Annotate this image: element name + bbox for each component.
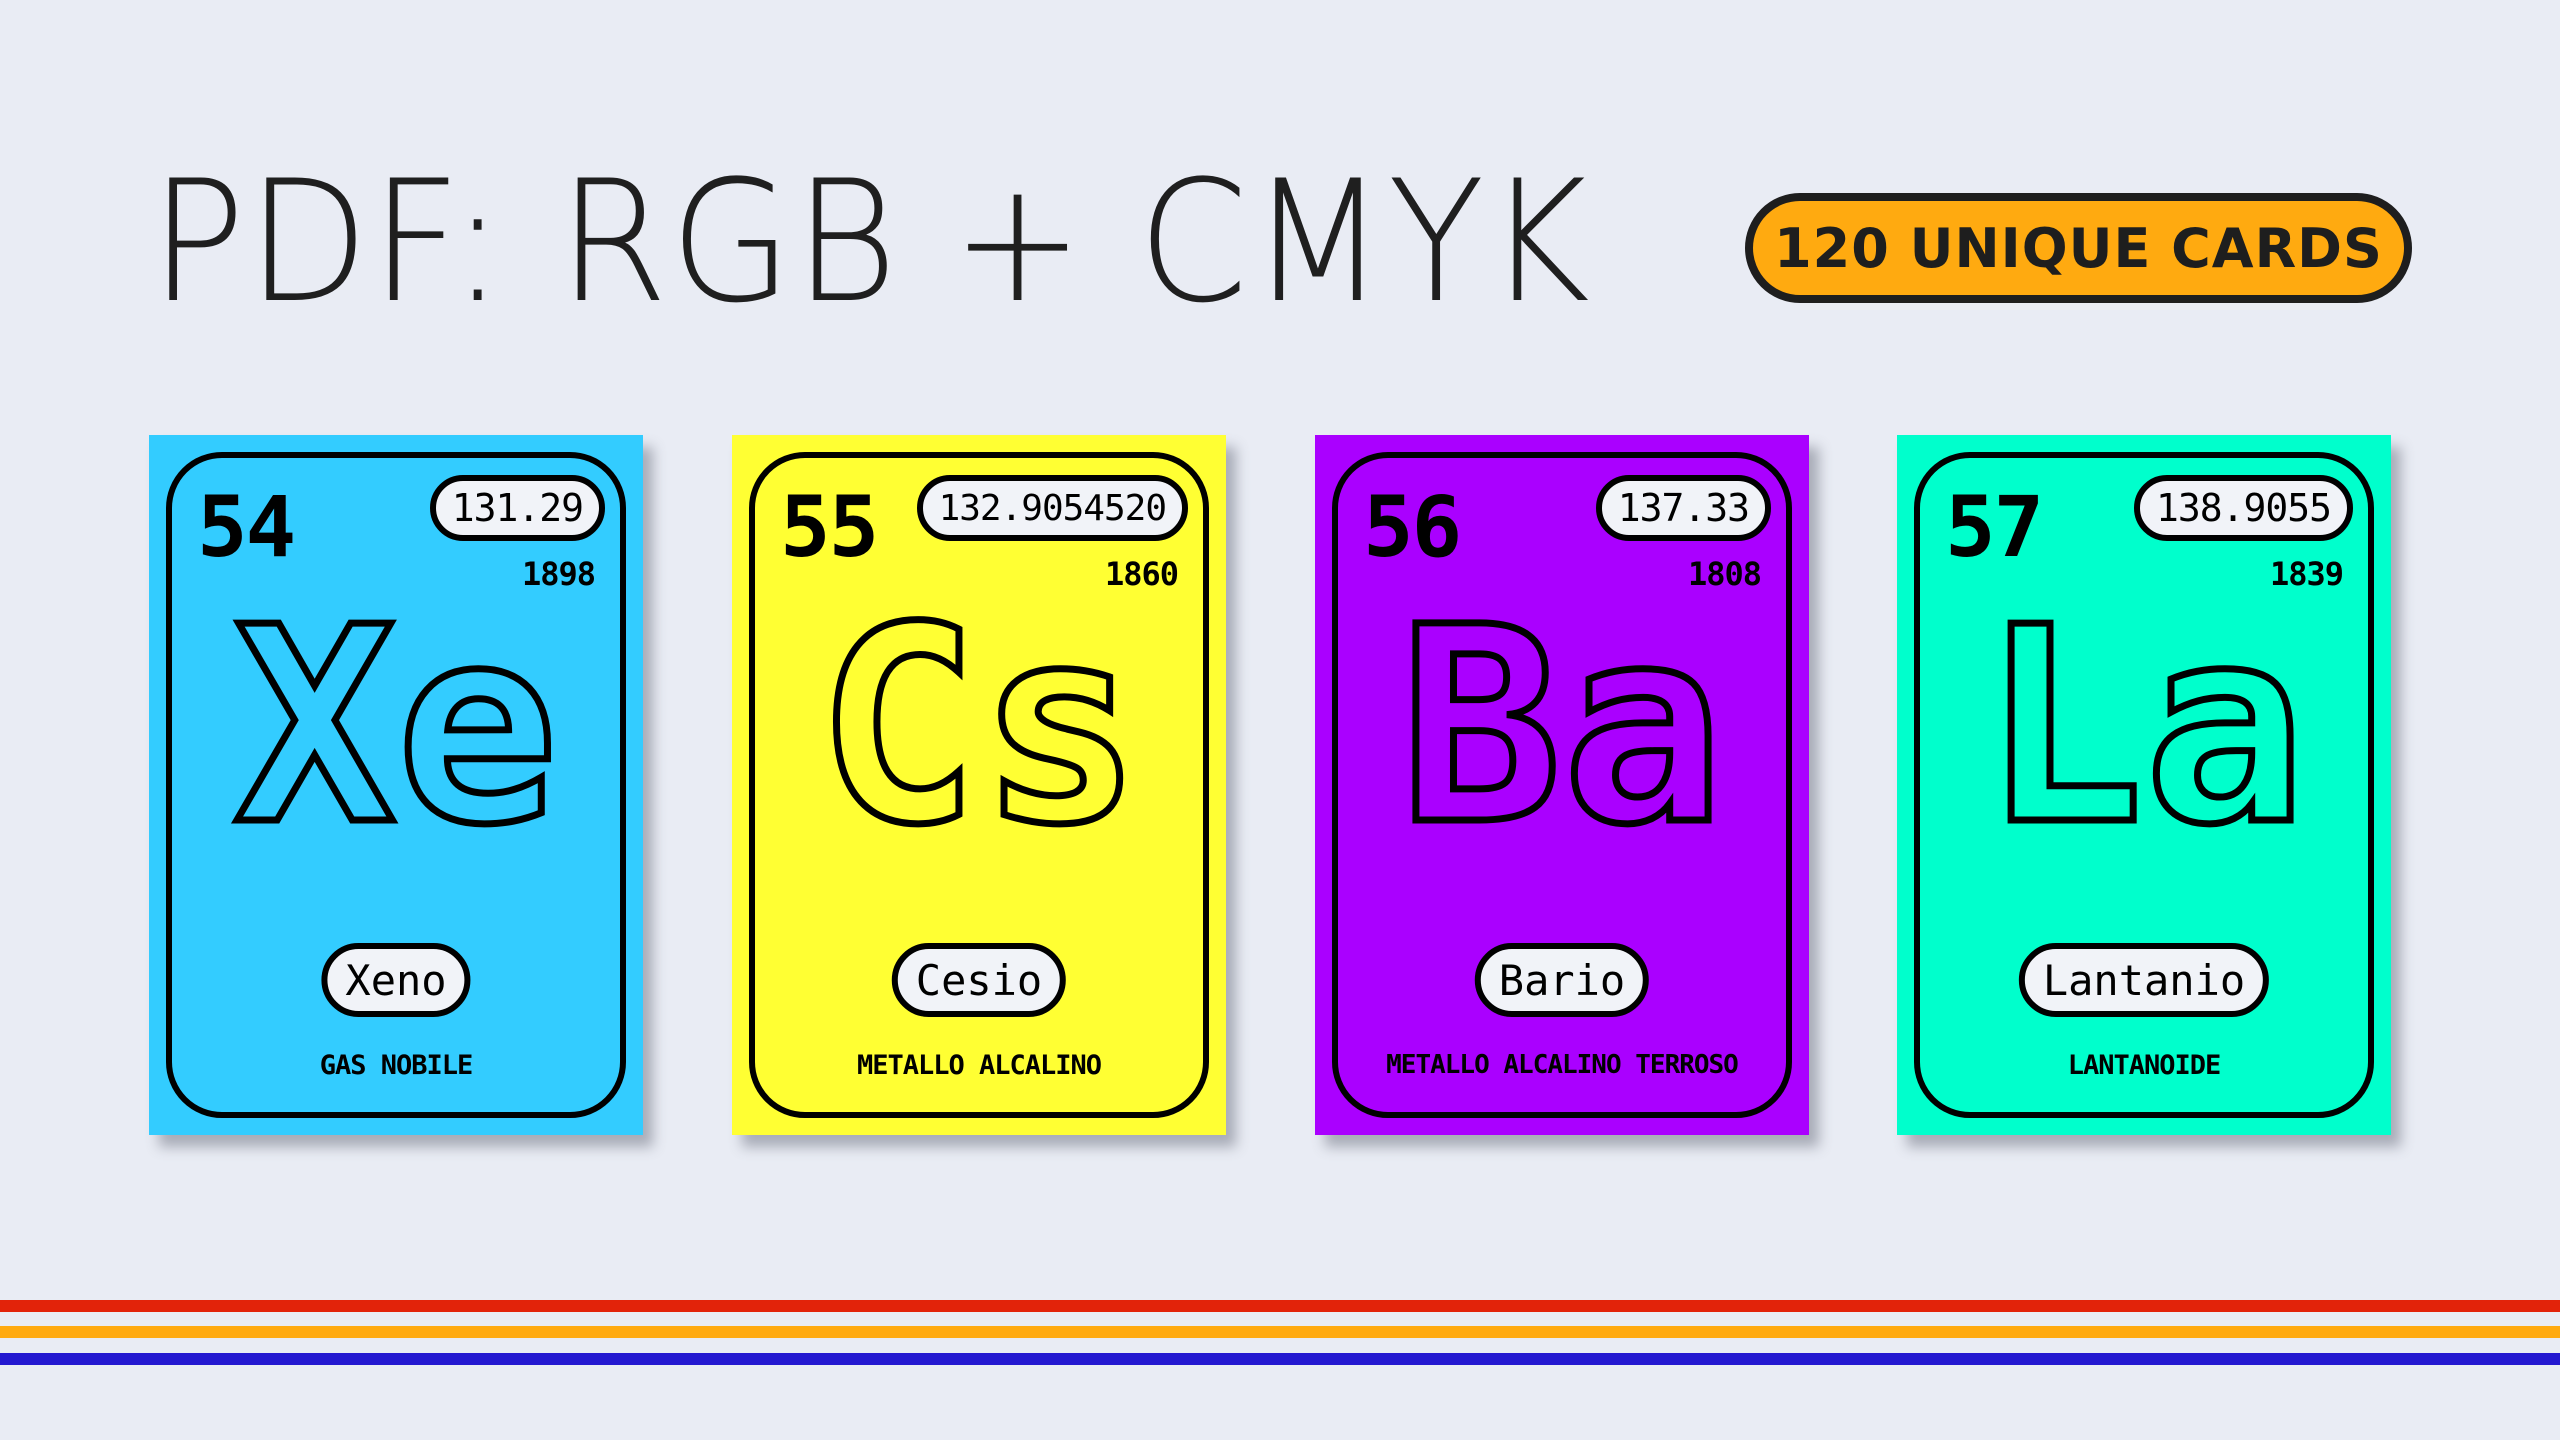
atomic-number: 55: [780, 478, 879, 576]
svg-text:Ba: Ba: [1399, 569, 1724, 884]
atomic-number: 57: [1945, 478, 2044, 576]
element-card-xenon: 54 131.29 1898 Xe Xeno GAS NOBILE: [149, 435, 643, 1135]
element-name-pill: Lantanio: [2018, 943, 2270, 1017]
discovery-year: 1808: [1687, 555, 1762, 593]
orange-stripe: [0, 1326, 2560, 1338]
atomic-mass-pill: 138.9055: [2133, 475, 2353, 541]
card-frame: [166, 452, 626, 1118]
element-category: LANTANOIDE: [2067, 1050, 2222, 1081]
element-name-pill: Bario: [1474, 943, 1650, 1017]
element-name-pill: Xeno: [321, 943, 471, 1017]
atomic-mass-pill: 137.33: [1595, 475, 1771, 541]
discovery-year: 1860: [1104, 555, 1179, 593]
card-frame: [1332, 452, 1792, 1118]
discovery-year: 1839: [2269, 555, 2344, 593]
svg-text:Cs: Cs: [816, 569, 1141, 884]
card-frame: [749, 452, 1209, 1118]
element-symbol: Ba: [1315, 566, 1809, 888]
unique-cards-badge: 120 UNIQUE CARDS: [1745, 193, 2412, 303]
atomic-number: 54: [197, 478, 296, 576]
svg-text:Xe: Xe: [233, 569, 558, 884]
svg-text:La: La: [1981, 569, 2306, 884]
card-frame: [1914, 452, 2374, 1118]
element-card-barium: 56 137.33 1808 Ba Bario METALLO ALCALINO…: [1315, 435, 1809, 1135]
atomic-mass-pill: 131.29: [429, 475, 605, 541]
discovery-year: 1898: [521, 555, 596, 593]
element-card-lanthanum: 57 138.9055 1839 La Lantanio LANTANOIDE: [1897, 435, 2391, 1135]
element-category: METALLO ALCALINO TERROSO: [1386, 1050, 1739, 1080]
element-name-pill: Cesio: [891, 943, 1067, 1017]
element-card-cesium: 55 132.9054520 1860 Cs Cesio METALLO ALC…: [732, 435, 1226, 1135]
element-symbol: La: [1897, 566, 2391, 888]
element-symbol: Xe: [149, 566, 643, 888]
red-stripe: [0, 1300, 2560, 1312]
element-symbol: Cs: [732, 566, 1226, 888]
page-title: PDF: RGB + CMYK: [150, 144, 1592, 340]
element-category: GAS NOBILE: [319, 1050, 474, 1081]
atomic-mass-pill: 132.9054520: [916, 475, 1188, 541]
blue-stripe: [0, 1353, 2560, 1365]
element-category: METALLO ALCALINO: [856, 1050, 1102, 1081]
atomic-number: 56: [1363, 478, 1462, 576]
